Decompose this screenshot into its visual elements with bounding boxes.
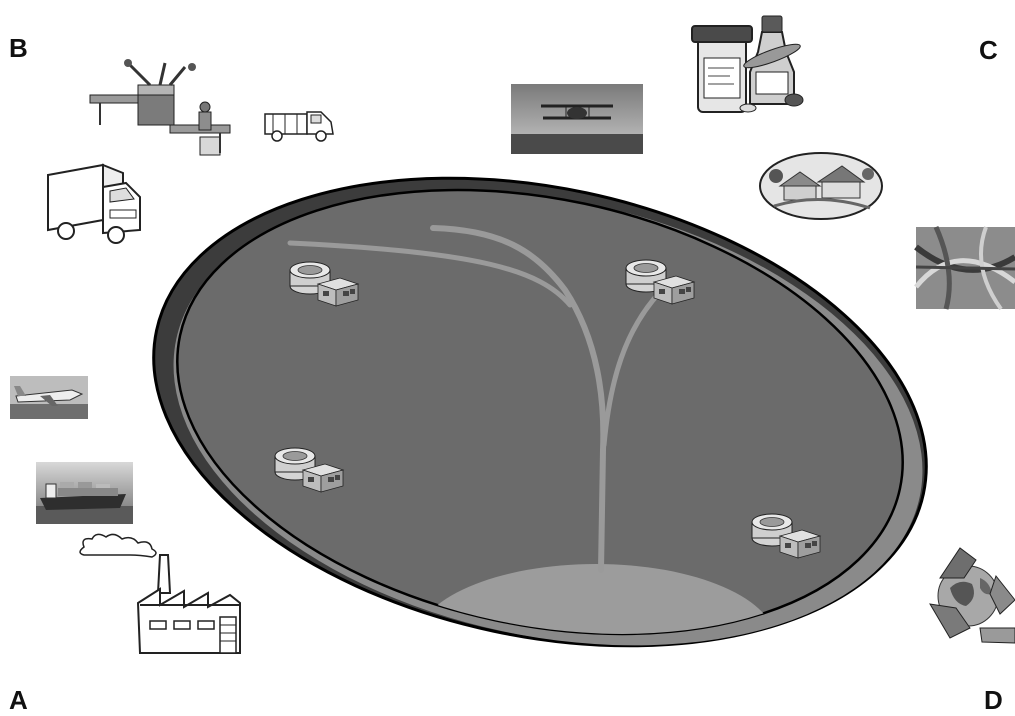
assembly-line-icon	[90, 59, 230, 155]
crop-duster-plane-photo	[511, 84, 643, 154]
pickup-truck-icon	[265, 112, 333, 141]
medicine-bottles-icon	[692, 16, 803, 112]
highway-interchange-photo	[916, 227, 1015, 309]
suburban-houses-icon	[760, 153, 882, 219]
cargo-ship-photo	[36, 462, 133, 524]
factory-icon	[80, 534, 240, 653]
airplane-photo	[10, 376, 88, 419]
recycling-globe-icon	[930, 548, 1015, 643]
box-truck-icon	[48, 165, 140, 243]
